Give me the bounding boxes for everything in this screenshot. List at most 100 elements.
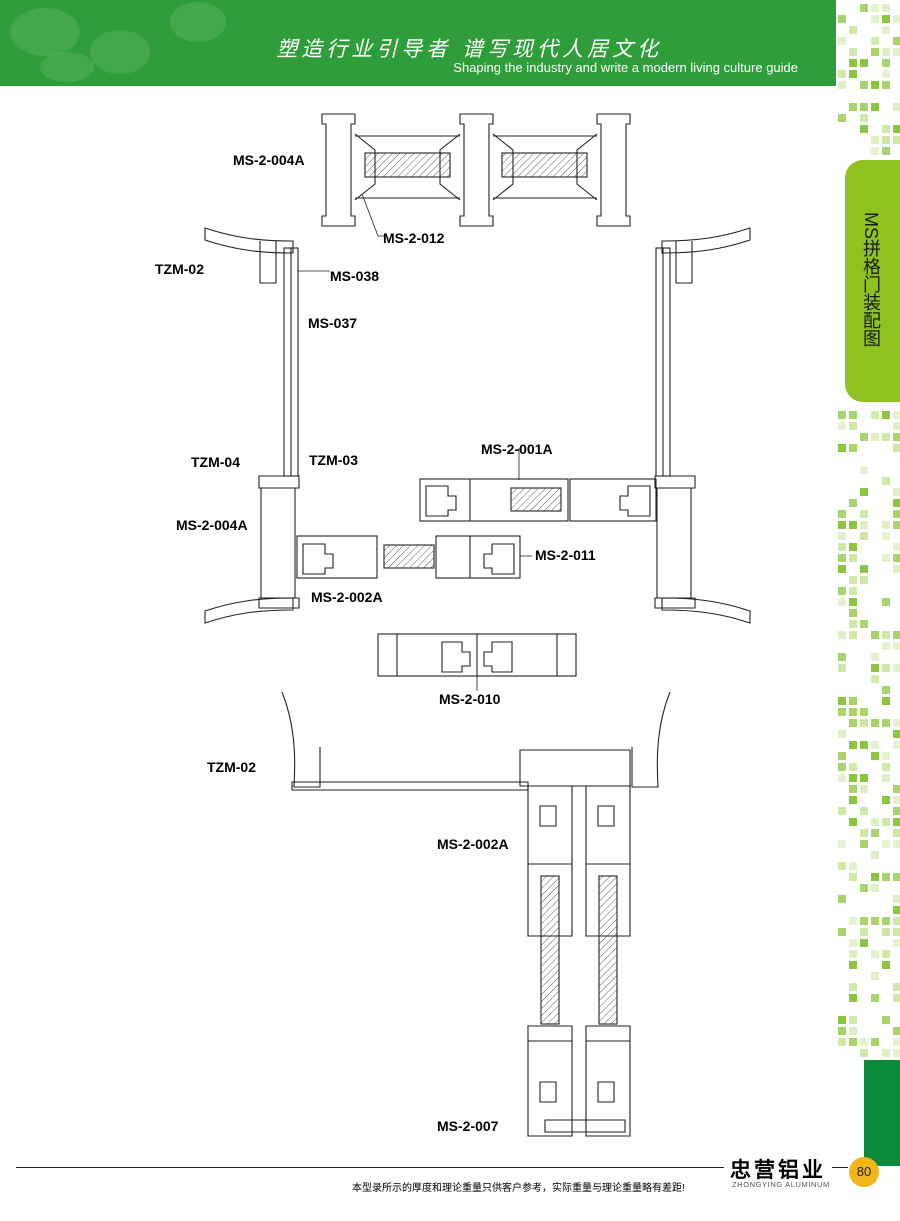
mosaic-square <box>838 37 846 45</box>
slogan-english: Shaping the industry and write a modern … <box>453 60 798 75</box>
mosaic-square <box>882 433 890 441</box>
mosaic-square <box>838 411 846 419</box>
glass-pane <box>501 152 588 178</box>
mosaic-square <box>860 125 868 133</box>
mosaic-square <box>860 565 868 573</box>
mosaic-square <box>860 807 868 815</box>
mosaic-square <box>838 862 846 870</box>
mosaic-square <box>871 818 879 826</box>
mosaic-square <box>849 774 857 782</box>
mosaic-square <box>871 719 879 727</box>
mosaic-square <box>882 873 890 881</box>
label-ms-2-002a: MS-2-002A <box>311 589 383 605</box>
mosaic-square <box>893 15 900 23</box>
mosaic-square <box>860 532 868 540</box>
page-number: 80 <box>849 1157 879 1187</box>
mosaic-square <box>849 444 857 452</box>
mosaic-square <box>871 675 879 683</box>
mosaic-square <box>871 37 879 45</box>
mosaic-square <box>871 752 879 760</box>
mosaic-square <box>882 81 890 89</box>
mosaic-square <box>849 873 857 881</box>
mosaic-square <box>849 950 857 958</box>
mosaic-square <box>871 48 879 56</box>
glass-pane <box>540 875 560 1025</box>
mosaic-square <box>838 708 846 716</box>
mosaic-square <box>849 609 857 617</box>
mosaic-square <box>849 741 857 749</box>
mosaic-square <box>860 620 868 628</box>
mosaic-square <box>893 829 900 837</box>
mosaic-square <box>849 1016 857 1024</box>
mosaic-square <box>882 818 890 826</box>
mosaic-square <box>882 411 890 419</box>
mosaic-square <box>838 554 846 562</box>
mosaic-square <box>871 653 879 661</box>
mosaic-square <box>849 70 857 78</box>
mosaic-square <box>882 1016 890 1024</box>
mosaic-square <box>893 895 900 903</box>
mosaic-square <box>893 994 900 1002</box>
mosaic-square <box>882 554 890 562</box>
mosaic-square <box>849 620 857 628</box>
leaf-decoration <box>40 52 94 82</box>
footer-rule <box>16 1167 724 1168</box>
label-ms-2-010: MS-2-010 <box>439 691 501 707</box>
mosaic-square <box>893 983 900 991</box>
mosaic-square <box>882 598 890 606</box>
mosaic-square <box>838 521 846 529</box>
label-ms-2-002a: MS-2-002A <box>437 836 509 852</box>
mosaic-square <box>893 103 900 111</box>
mosaic-square <box>838 697 846 705</box>
mosaic-square <box>893 928 900 936</box>
glass-pane <box>510 487 562 512</box>
section-title: MS拼格门装配图 <box>861 212 881 347</box>
mosaic-square <box>893 433 900 441</box>
mosaic-square <box>893 741 900 749</box>
mosaic-square <box>860 719 868 727</box>
label-tzm-04: TZM-04 <box>191 454 240 470</box>
slogan-chinese: 塑造行业引导者 谱写现代人居文化 <box>276 37 662 61</box>
mosaic-square <box>882 961 890 969</box>
mosaic-square <box>882 631 890 639</box>
mosaic-square <box>838 70 846 78</box>
brand-name: 忠营铝业 <box>730 1159 826 1182</box>
mosaic-square <box>893 730 900 738</box>
mosaic-square <box>871 851 879 859</box>
leaf-decoration <box>10 8 80 56</box>
profile-sash-upper <box>419 478 657 522</box>
mosaic-square <box>882 136 890 144</box>
mosaic-square <box>893 917 900 925</box>
mosaic-square <box>838 928 846 936</box>
mosaic-square <box>838 807 846 815</box>
mosaic-square <box>849 576 857 584</box>
mosaic-square <box>860 81 868 89</box>
mosaic-square <box>849 587 857 595</box>
mosaic-square <box>849 818 857 826</box>
mosaic-square <box>860 884 868 892</box>
mosaic-square <box>838 840 846 848</box>
mosaic-square <box>882 4 890 12</box>
footer-rule <box>832 1167 848 1168</box>
label-ms-2-001a: MS-2-001A <box>481 441 553 457</box>
mosaic-square <box>849 1038 857 1046</box>
mosaic-square <box>838 543 846 551</box>
mosaic-square <box>849 499 857 507</box>
mosaic-square <box>871 4 879 12</box>
mosaic-square <box>893 1049 900 1057</box>
mosaic-square <box>860 928 868 936</box>
mosaic-decoration <box>838 4 900 1057</box>
mosaic-square <box>893 510 900 518</box>
mosaic-square <box>860 433 868 441</box>
mosaic-square <box>838 895 846 903</box>
profile-right-column <box>654 227 751 624</box>
label-ms-2-004a: MS-2-004A <box>233 152 305 168</box>
mosaic-square <box>871 741 879 749</box>
mosaic-square <box>882 125 890 133</box>
label-ms-038: MS-038 <box>330 268 380 284</box>
mosaic-square <box>838 114 846 122</box>
mosaic-square <box>893 554 900 562</box>
mosaic-square <box>893 1038 900 1046</box>
mosaic-square <box>838 598 846 606</box>
mosaic-square <box>849 103 857 111</box>
